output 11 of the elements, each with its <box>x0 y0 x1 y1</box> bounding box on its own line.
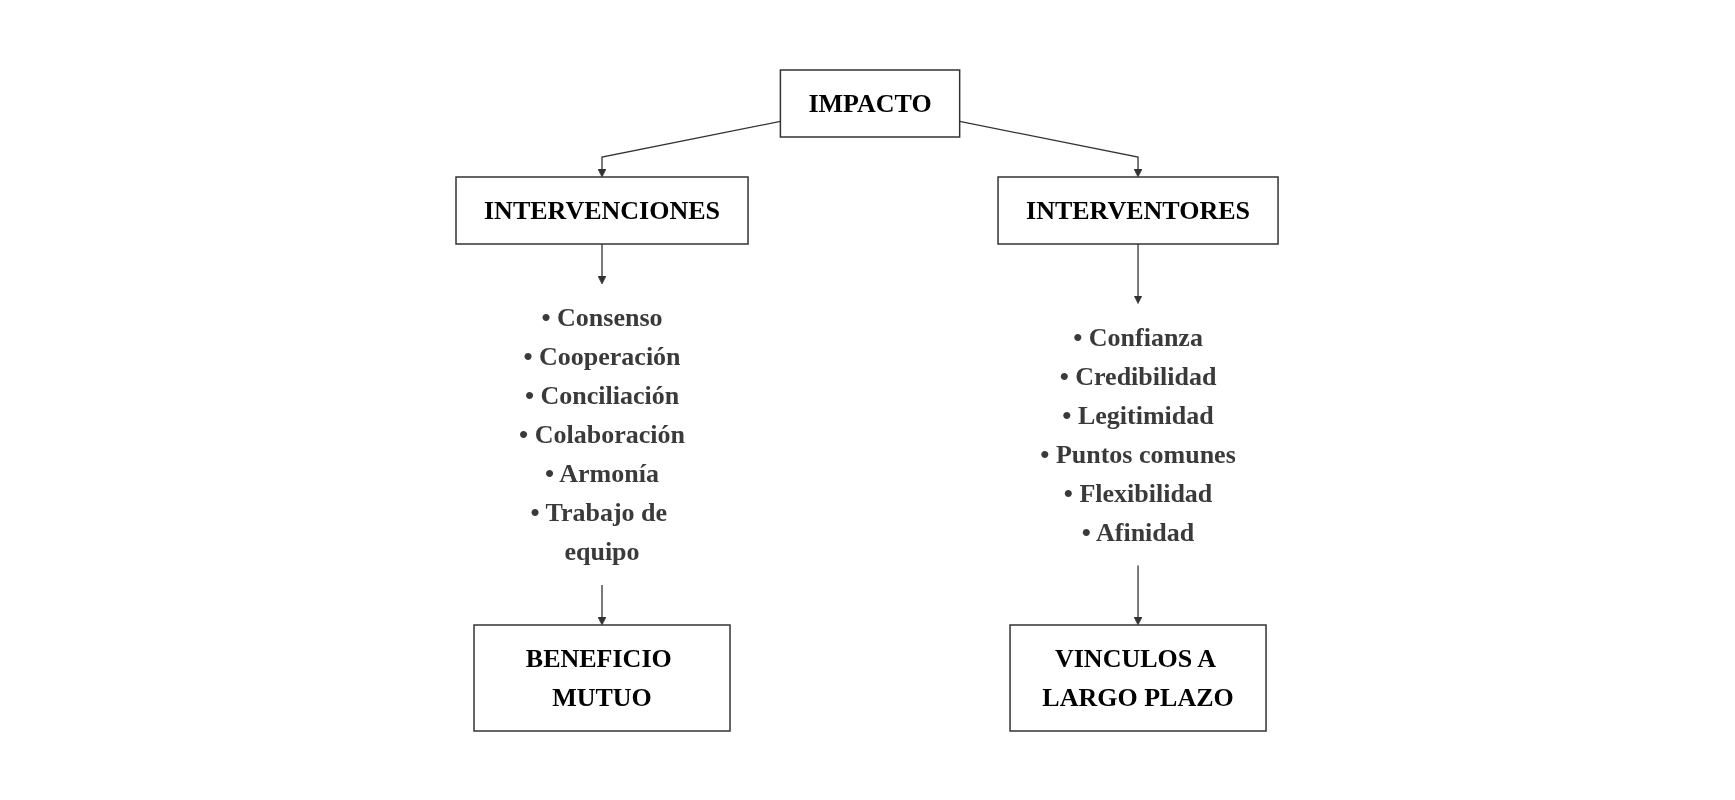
node-text: • Consenso • Cooperación • Conciliación • Colaboración • Armonía • Trabajo de equipo <box>519 302 686 566</box>
arrow <box>598 583 607 625</box>
arrow <box>598 242 607 284</box>
arrow <box>1134 564 1143 625</box>
node-box: BENEFICIO MUTUO <box>473 623 732 732</box>
node-box: IMPACTO <box>780 68 961 138</box>
node-box: VINCULOS A LARGO PLAZO <box>1009 623 1268 732</box>
arrow <box>1134 242 1143 304</box>
node-text: • Confianza • Credibilidad • Legitimidad • Puntos comunes • Flexibilidad • Afinidad <box>1040 322 1237 546</box>
node-box: INTERVENCIONES <box>455 175 750 245</box>
node-box: INTERVENTORES <box>997 175 1280 245</box>
